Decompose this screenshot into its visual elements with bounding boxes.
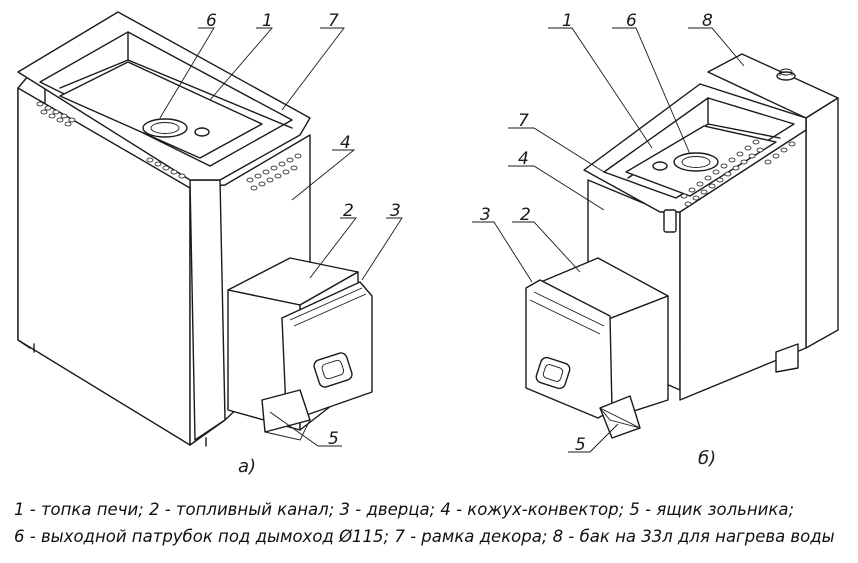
callout-a-6: 6: [206, 11, 217, 31]
callout-a-3: 3: [390, 201, 401, 221]
callout-b-5: 5: [575, 435, 586, 455]
legend-line-1: 1 - топка печи; 2 - топливный канал; 3 -…: [14, 500, 795, 519]
callout-b-4: 4: [518, 149, 529, 169]
callout-a-2: 2: [343, 201, 354, 221]
vent-grille-b: [680, 139, 796, 207]
vent-grille-a-left: [36, 101, 186, 179]
stove-view-a: 6 1 7 4 2 3 5 а): [17, 11, 403, 477]
callout-b-6: 6: [626, 11, 637, 31]
callout-b-8: 8: [702, 11, 713, 31]
callout-b-7: 7: [518, 111, 529, 131]
callout-a-4: 4: [340, 133, 351, 153]
callout-a-5: 5: [328, 429, 339, 449]
vent-grille-a-right: [246, 153, 302, 191]
stove-view-b: 1 6 8 7 4 3 2 5 б): [472, 11, 839, 469]
callout-a-7: 7: [328, 11, 339, 31]
stove-diagram: 6 1 7 4 2 3 5 а): [17, 11, 839, 477]
callout-b-1: 1: [562, 11, 573, 31]
legend: 1 - топка печи; 2 - топливный канал; 3 -…: [14, 496, 849, 550]
callout-b-2: 2: [520, 205, 531, 225]
view-label-b: б): [698, 448, 716, 469]
callout-a-1: 1: [262, 11, 273, 31]
legend-line-2: 6 - выходной патрубок под дымоход Ø115; …: [14, 527, 835, 546]
callout-b-3: 3: [480, 205, 491, 225]
view-label-a: а): [238, 456, 256, 477]
